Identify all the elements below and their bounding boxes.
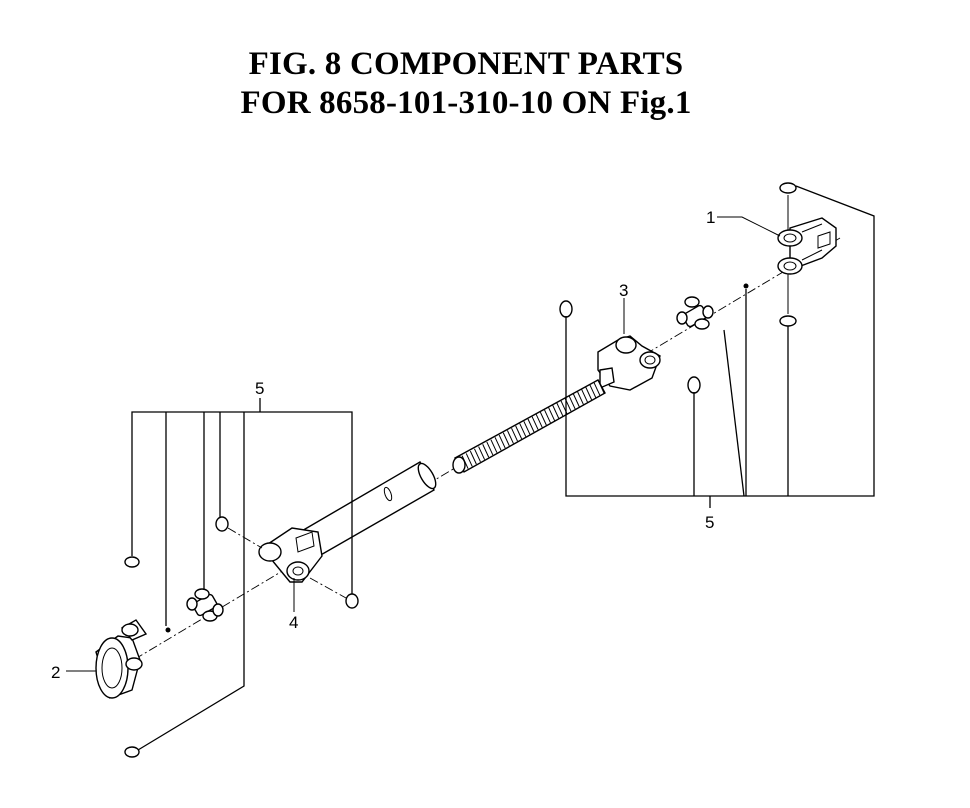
part-2-spline-yoke[interactable] <box>95 619 148 699</box>
snap-ring-icon <box>124 746 140 758</box>
shaft-centerline <box>119 237 841 669</box>
callout-5-left: 5 <box>255 379 264 398</box>
callout-4: 4 <box>289 613 298 632</box>
callout-1: 1 <box>706 208 715 227</box>
snap-ring-icon <box>215 516 229 532</box>
callout-3: 3 <box>619 281 628 300</box>
cross-journal-right[interactable] <box>676 296 714 330</box>
part-3-yoke[interactable] <box>597 335 661 391</box>
figure-title-line-1: FIG. 8 COMPONENT PARTS <box>248 46 684 82</box>
part-1-yoke[interactable] <box>777 217 837 275</box>
grease-nipple-icon <box>743 283 749 289</box>
splined-shaft[interactable] <box>452 379 606 474</box>
snap-ring-icon <box>779 182 797 194</box>
part-4-yoke[interactable] <box>258 527 323 583</box>
figure-title-line-2: FOR 8658-101-310-10 ON Fig.1 <box>240 85 692 121</box>
grease-nipple-icon <box>165 627 171 633</box>
snap-ring-icon <box>779 315 797 327</box>
cross-journal-left[interactable] <box>186 588 224 622</box>
snap-ring-icon <box>559 300 573 318</box>
snap-ring-icon <box>687 376 701 394</box>
callout-5-right: 5 <box>705 513 714 532</box>
snap-ring-icon <box>345 593 359 609</box>
callout-2: 2 <box>51 663 60 682</box>
snap-ring-icon <box>124 556 140 568</box>
